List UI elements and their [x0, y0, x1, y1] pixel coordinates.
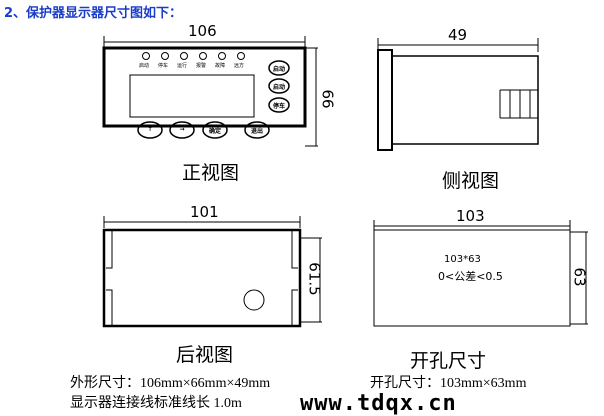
led-indicator: [180, 52, 188, 60]
side-button-label: 启动: [272, 84, 285, 91]
front-button-label: ↑: [147, 126, 153, 133]
section-heading: 2、保护器显示器尺寸图如下：: [4, 6, 183, 21]
front-view-drawing: [102, 36, 318, 147]
front-button[interactable]: [137, 121, 163, 139]
front-button[interactable]: [244, 121, 270, 139]
front-button[interactable]: [202, 121, 228, 139]
cutout-tolerance-text: 0<公差<0.5: [438, 270, 503, 283]
front-height-label: 66: [318, 89, 337, 109]
led-indicator: [199, 52, 207, 60]
side-view-drawing: [377, 38, 539, 151]
watermark: www.tdqx.cn: [300, 391, 457, 416]
led-indicator: [142, 52, 150, 60]
front-button-label: 退出: [250, 128, 263, 135]
cutout-width-label: 103: [456, 207, 485, 225]
led-label: 启动: [139, 63, 150, 69]
back-view-caption: 后视图: [176, 344, 234, 366]
side-button-label: 启动: [272, 66, 285, 73]
back-view-drawing: [102, 216, 322, 328]
led-label: 报警: [196, 63, 207, 69]
led-indicator: [237, 52, 245, 60]
back-height-label: 61.5: [305, 262, 324, 296]
side-width-label: 49: [448, 26, 468, 44]
side-button[interactable]: [268, 78, 290, 94]
cutout-caption: 开孔尺寸: [410, 350, 487, 372]
front-button-label: →: [179, 126, 185, 133]
led-label: 远方: [234, 63, 245, 69]
cutout-drawing: [373, 220, 588, 327]
front-button[interactable]: [169, 121, 195, 139]
led-indicator: [218, 52, 226, 60]
side-button[interactable]: [268, 60, 290, 76]
cutout-height-label: 63: [570, 267, 589, 287]
front-view-caption: 正视图: [182, 162, 240, 184]
front-button-label: 确定: [208, 128, 221, 135]
outer-dimensions-note: 外形尺寸：106mm×66mm×49mm: [70, 376, 271, 391]
led-indicator: [161, 52, 169, 60]
led-label: 运行: [177, 63, 188, 69]
led-label: 故障: [215, 63, 226, 69]
back-width-label: 101: [190, 203, 219, 221]
led-label: 停车: [158, 63, 169, 69]
cutout-size-text: 103*63: [444, 254, 481, 265]
side-view-caption: 侧视图: [442, 170, 500, 192]
front-width-label: 106: [188, 22, 217, 40]
cable-length-note: 显示器连接线标准线长 1.0m: [70, 396, 242, 411]
side-button[interactable]: [268, 97, 290, 113]
hole-dimensions-note: 开孔尺寸：103mm×63mm: [370, 376, 527, 391]
side-button-label: 停车: [272, 103, 285, 110]
